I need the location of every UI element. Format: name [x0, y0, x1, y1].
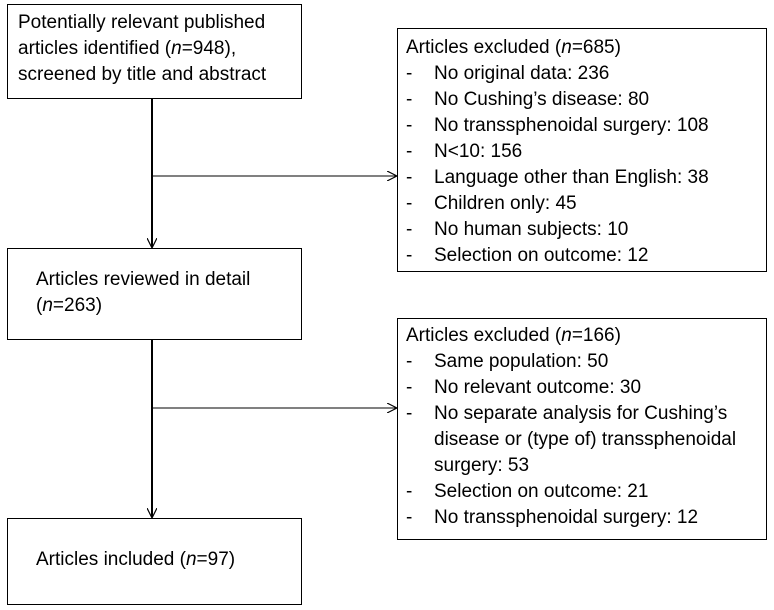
exclusion-reason: No transsphenoidal surgery: 108 — [434, 115, 709, 136]
identified-line-2: articles identified (n=948), — [18, 38, 237, 59]
exclusion-item: -No relevant outcome: 30 — [406, 375, 758, 401]
exclusion-item: -Same population: 50 — [406, 349, 758, 375]
excluded-2-title: Articles excluded (n=166) — [406, 325, 621, 346]
exclusion-reason: Language other than English: 38 — [434, 167, 709, 188]
bullet-dash: - — [406, 403, 413, 424]
exclusion-reason: No separate analysis for Cushing’s disea… — [434, 403, 737, 476]
exclusion-item: -No separate analysis for Cushing’s dise… — [406, 401, 758, 479]
exclusion-reason: N<10: 156 — [434, 141, 523, 162]
reviewed-line-1: Articles reviewed in detail — [36, 269, 251, 290]
exclusion-reason: No relevant outcome: 30 — [434, 377, 642, 398]
exclusion-item: -Selection on outcome: 12 — [406, 243, 758, 269]
bullet-dash: - — [406, 63, 413, 84]
identified-line-3: screened by title and abstract — [18, 64, 267, 85]
bullet-dash: - — [406, 481, 413, 502]
exclusion-reason: No Cushing’s disease: 80 — [434, 89, 650, 110]
excluded-1-title: Articles excluded (n=685) — [406, 37, 621, 58]
bullet-dash: - — [406, 245, 413, 266]
exclusion-item: -No Cushing’s disease: 80 — [406, 87, 758, 113]
bullet-dash: - — [406, 507, 413, 528]
exclusion-reason: Selection on outcome: 21 — [434, 481, 649, 502]
excluded-2-list: -Same population: 50-No relevant outcome… — [406, 349, 758, 531]
box-articles-excluded-first: Articles excluded (n=685) -No original d… — [397, 28, 767, 272]
exclusion-item: -Language other than English: 38 — [406, 165, 758, 191]
exclusion-item: -No human subjects: 10 — [406, 217, 758, 243]
bullet-dash: - — [406, 141, 413, 162]
excluded-1-list: -No original data: 236-No Cushing’s dise… — [406, 61, 758, 269]
exclusion-reason: Same population: 50 — [434, 351, 609, 372]
box-articles-reviewed: Articles reviewed in detail (n=263) — [7, 248, 302, 340]
included-text: Articles included (n=97) — [36, 549, 236, 570]
bullet-dash: - — [406, 167, 413, 188]
bullet-dash: - — [406, 219, 413, 240]
exclusion-item: -Selection on outcome: 21 — [406, 479, 758, 505]
bullet-dash: - — [406, 351, 413, 372]
exclusion-item: -No transsphenoidal surgery: 108 — [406, 113, 758, 139]
bullet-dash: - — [406, 115, 413, 136]
bullet-dash: - — [406, 193, 413, 214]
bullet-dash: - — [406, 377, 413, 398]
exclusion-item: -Children only: 45 — [406, 191, 758, 217]
exclusion-item: -No original data: 236 — [406, 61, 758, 87]
exclusion-reason: Selection on outcome: 12 — [434, 245, 649, 266]
exclusion-item: -N<10: 156 — [406, 139, 758, 165]
exclusion-reason: No original data: 236 — [434, 63, 610, 84]
exclusion-reason: No human subjects: 10 — [434, 219, 629, 240]
exclusion-reason: No transsphenoidal surgery: 12 — [434, 507, 699, 528]
exclusion-item: -No transsphenoidal surgery: 12 — [406, 505, 758, 531]
exclusion-reason: Children only: 45 — [434, 193, 577, 214]
box-articles-excluded-second: Articles excluded (n=166) -Same populati… — [397, 318, 767, 540]
identified-line-1: Potentially relevant published — [18, 12, 266, 33]
box-articles-identified: Potentially relevant published articles … — [7, 4, 302, 99]
reviewed-line-2: (n=263) — [36, 295, 103, 316]
box-articles-included: Articles included (n=97) — [7, 518, 302, 605]
bullet-dash: - — [406, 89, 413, 110]
